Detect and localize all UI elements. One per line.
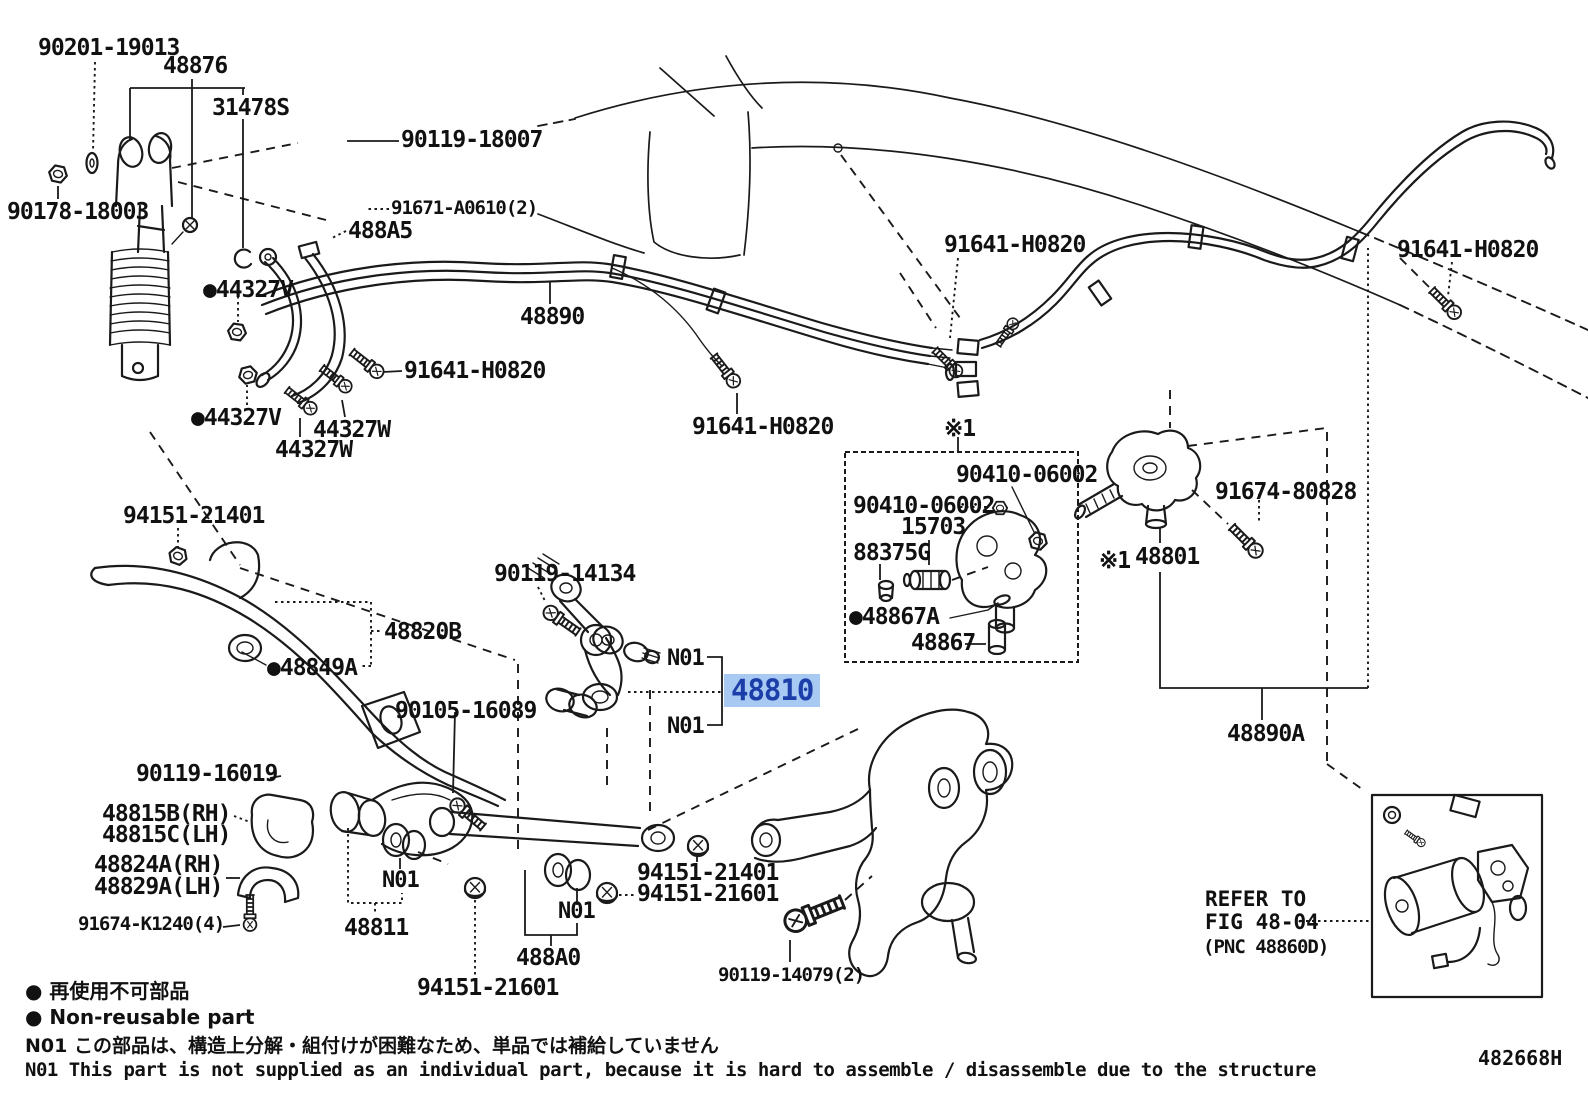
part-label-90410-06002-1[interactable]: 90410-06002	[956, 462, 1098, 488]
lower-control-arm-48811	[329, 781, 489, 861]
part-label-31478s[interactable]: 31478S	[212, 95, 290, 121]
part-label-91641-h0820-3[interactable]: 91641-H0820	[944, 232, 1086, 258]
part-label-90201-19013[interactable]: 90201-19013	[38, 35, 180, 61]
part-label-90410-06002-2[interactable]: 90410-06002	[853, 493, 995, 519]
part-label-91641-h0820-1[interactable]: 91641-H0820	[404, 358, 546, 384]
refer-to-line1: REFER TO	[1205, 887, 1307, 911]
bushing-brackets	[236, 793, 315, 932]
upper-control-arm-48810	[539, 601, 661, 719]
drawing-number: 482668H	[1478, 1046, 1563, 1070]
part-label-94151-21601-1[interactable]: 94151-21601	[637, 881, 779, 907]
legend-nonreusable-en: ● Non-reusable part	[25, 1005, 255, 1029]
part-label-48867[interactable]: 48867	[911, 630, 976, 656]
note-ref-n01-3: N01	[382, 868, 420, 893]
part-label-48867a[interactable]: ●48867A	[849, 604, 940, 630]
part-label-48890a[interactable]: 48890A	[1227, 721, 1305, 747]
part-label-90119-14079[interactable]: 90119-14079(2)	[718, 964, 865, 986]
footnote-n01-en: N01 This part is not supplied as an indi…	[25, 1059, 1316, 1081]
note-ref-n01-1: N01	[667, 646, 705, 671]
refer-to-line3: (PNC 48860D)	[1203, 936, 1329, 958]
refer-figure-box	[1370, 793, 1544, 999]
part-label-48890[interactable]: 48890	[520, 304, 585, 330]
part-label-44327v-2[interactable]: ●44327V	[191, 405, 282, 431]
part-label-44327v-1[interactable]: ●44327V	[203, 277, 294, 303]
part-label-44327w-1[interactable]: 44327W	[313, 417, 391, 443]
part-label-488a5[interactable]: 488A5	[348, 218, 413, 244]
part-label-91674-k1240[interactable]: 91674-K1240(4)	[78, 913, 225, 935]
part-label-15703[interactable]: 15703	[901, 514, 966, 540]
part-label-90119-18007[interactable]: 90119-18007	[401, 127, 543, 153]
part-label-91641-h0820-4[interactable]: 91641-H0820	[1397, 237, 1539, 263]
ref-mark-2: ※1	[1099, 548, 1131, 574]
note-ref-n01-2: N01	[667, 714, 705, 739]
part-label-88375g[interactable]: 88375G	[853, 540, 931, 566]
car-body-outline	[537, 55, 1588, 399]
steering-knuckle	[750, 708, 1014, 978]
note-ref-n01-4: N01	[558, 899, 596, 924]
part-label-48849a[interactable]: ●48849A	[267, 655, 358, 681]
part-label-48820b[interactable]: 48820B	[384, 619, 462, 645]
part-label-94151-21401-2[interactable]: 94151-21401	[637, 860, 779, 886]
leader-lines	[57, 61, 1453, 975]
part-label-90105-16089[interactable]: 90105-16089	[395, 698, 537, 724]
legend-nonreusable-jp: ● 再使用不可部品	[25, 979, 190, 1003]
part-label-48876[interactable]: 48876	[163, 53, 228, 79]
part-label-48829a[interactable]: 48829A(LH)	[94, 874, 223, 900]
part-label-94151-21401-1[interactable]: 94151-21401	[123, 503, 265, 529]
part-label-48801[interactable]: 48801	[1135, 544, 1200, 570]
part-label-94151-21601-2[interactable]: 94151-21601	[417, 975, 559, 1001]
part-label-48810-selected[interactable]: 48810	[724, 674, 821, 707]
part-label-90119-14134[interactable]: 90119-14134	[494, 561, 636, 587]
height-control-valve-box	[844, 451, 1079, 663]
part-label-90178-18003[interactable]: 90178-18003	[7, 199, 149, 225]
part-label-48815b[interactable]: 48815B(RH)	[102, 801, 231, 827]
part-label-91671-a0610[interactable]: 91671-A0610(2)	[391, 197, 538, 219]
strut-rod-488a0	[428, 806, 710, 905]
valve-48801	[1073, 390, 1327, 562]
part-label-91641-h0820-2[interactable]: 91641-H0820	[692, 414, 834, 440]
part-label-90119-16019[interactable]: 90119-16019	[136, 761, 278, 787]
part-label-488a0[interactable]: 488A0	[516, 945, 581, 971]
ref-mark-1: ※1	[944, 416, 976, 442]
part-label-48811[interactable]: 48811	[344, 915, 409, 941]
tube-assembly-48890a	[944, 120, 1556, 398]
part-label-48815c[interactable]: 48815C(LH)	[102, 822, 231, 848]
tube-assembly-48890	[258, 254, 966, 392]
part-label-44327w-2[interactable]: 44327W	[275, 437, 353, 463]
refer-to-line2: FIG 48-04	[1205, 910, 1319, 934]
part-label-48824a[interactable]: 48824A(RH)	[94, 852, 223, 878]
part-label-91674-80828[interactable]: 91674-80828	[1215, 479, 1357, 505]
shock-absorber-48876	[46, 132, 253, 382]
footnote-n01-jp: N01 この部品は、構造上分解・組付けが困難なため、単品では補給していません	[25, 1035, 719, 1057]
